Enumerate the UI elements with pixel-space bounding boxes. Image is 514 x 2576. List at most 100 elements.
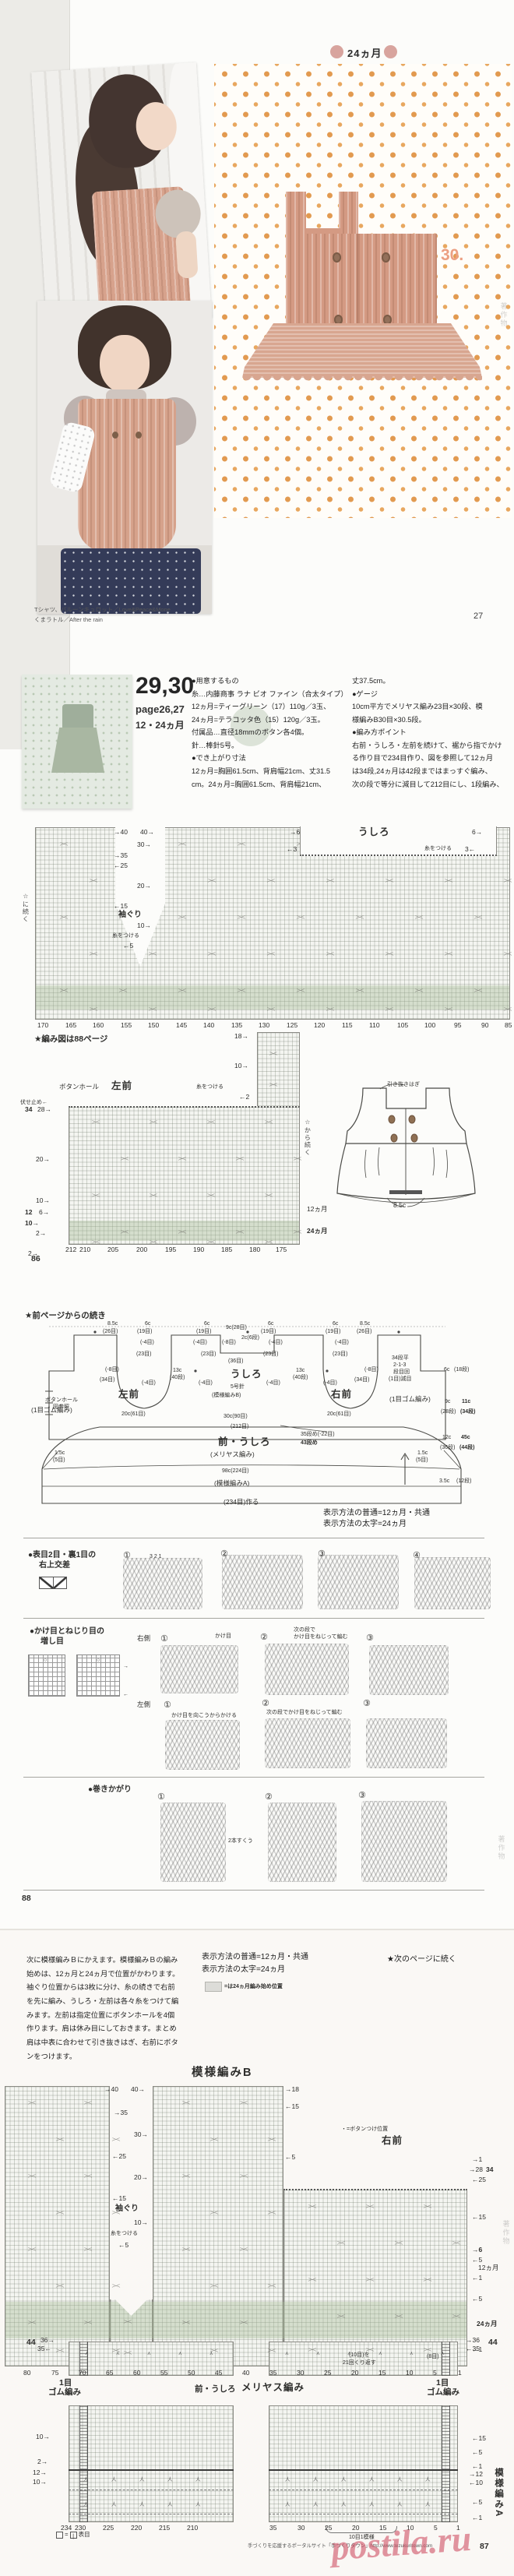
dress-button (333, 252, 341, 263)
chart-label: ② (262, 1699, 269, 1708)
jumper-button (136, 432, 142, 439)
knit-symbol: 人 (111, 2502, 117, 2507)
stitch-illustration (414, 1557, 491, 1609)
chart-label: 21回くり返す (343, 2360, 376, 2366)
badge-dot-left (330, 45, 343, 58)
knit-symbol: ＞＜ (59, 842, 69, 848)
chart-label: ① (123, 1551, 131, 1560)
chart-label: (-4目) (269, 1340, 283, 1345)
knit-symbol: ＞＜ (394, 2314, 403, 2320)
knit-symbol: ⋏ (410, 2351, 414, 2356)
knit-symbol: ＞＜ (326, 952, 335, 957)
stitch-legend: = | 表目 (56, 2530, 90, 2539)
chart-label: 234 (61, 2524, 72, 2532)
knit-symbol: ＞＜ (503, 952, 512, 957)
chart-label: ゴム編み (427, 2387, 459, 2397)
chart-label: ←5 (472, 2295, 483, 2303)
chart-label: 34 (25, 1105, 33, 1113)
section-divider (23, 1890, 484, 1891)
thumb-dress-skirt (51, 728, 104, 773)
knit-symbol: 人 (167, 2502, 173, 2507)
chart-label: ← (123, 1692, 128, 1697)
chart-label: 65 (106, 2369, 114, 2377)
chart-label: 20→ (137, 882, 151, 890)
knit-symbol: ⋏ (147, 2351, 151, 2356)
chart-label: ←5 (123, 942, 134, 950)
age-badge: 24ヵ月 (347, 48, 382, 59)
chart-label: ←5 (472, 2448, 483, 2456)
chart-label: 155 (121, 1021, 132, 1029)
chart-label: (44段) (459, 1445, 475, 1450)
photo-caption-line2: くまラトル／After the rain (34, 616, 103, 623)
chart-label: 2c(6段) (241, 1335, 259, 1341)
chart-label: 36→ (40, 2336, 55, 2344)
chart-label: (1目ゴム編み) (389, 1395, 431, 1403)
chart-label: ③ (363, 1699, 371, 1708)
chart-label: 40→ (131, 2085, 145, 2093)
chart-label: ★次のページに続く (387, 1955, 456, 1964)
knit-symbol: ＞＜ (336, 2314, 346, 2320)
dress-button (382, 252, 390, 263)
knit-symbol: ＞＜ (267, 2349, 276, 2354)
knit-symbol: ＞＜ (207, 1007, 217, 1013)
knit-symbol: ＞＜ (336, 2241, 346, 2247)
chart-label: ←35 (466, 2345, 480, 2352)
chart-label: 模様編みB (192, 2067, 253, 2079)
chart-label: ←1 (472, 2345, 483, 2353)
dress-bodice (286, 234, 437, 326)
chart-label: 5 (434, 2524, 438, 2532)
chart-label: ボタンホール (45, 1397, 78, 1403)
chart-label: うしろ (231, 1369, 262, 1380)
knit-symbol: ＞＜ (414, 988, 424, 994)
knit-symbol: ＞＜ (266, 879, 276, 884)
chart-label: 30→ (134, 2130, 148, 2138)
knit-symbol: ＞＜ (237, 842, 246, 848)
chart-label: 10→ (137, 922, 151, 929)
chart-label: かけ目を向こうからかける (171, 1713, 237, 1718)
chart-label: 45 (215, 2369, 223, 2377)
chart-label: 表示方法の普通=12ヵ月・共通 (202, 1953, 308, 1961)
chart-label: (19目) (137, 1329, 153, 1334)
rib-column (79, 2405, 88, 2522)
chart-label: ② (260, 1633, 268, 1642)
chart-label: 2→ (36, 1229, 47, 1237)
chart-label: ●表目2目・裏1目の (28, 1551, 97, 1559)
knit-symbol: 人 (139, 2502, 145, 2507)
knit-symbol: ＞＜ (91, 1120, 100, 1126)
chart-label: 1 (456, 2524, 460, 2532)
chart-label: 105 (397, 1021, 409, 1029)
knit-symbol: 人 (167, 2477, 173, 2483)
knit-symbol: ＞＜ (394, 2241, 403, 2247)
knit-symbol: ＞＜ (111, 2349, 121, 2354)
chart-label: ① (160, 1634, 168, 1644)
chart-label: 10目1模様 (349, 2535, 375, 2540)
chart-label: 30c(90目) (224, 1414, 248, 1419)
chart-label: →18 (285, 2085, 299, 2093)
knit-symbol: ＞＜ (83, 2101, 93, 2106)
chart-label: 右前 (382, 2135, 403, 2146)
knit-symbol: ＞＜ (120, 1230, 129, 1235)
chart-label: ←1 (472, 2274, 483, 2282)
knit-symbol: ＞＜ (326, 1007, 335, 1013)
chart-label: 10→ (134, 2218, 148, 2226)
chart-label: 75 (51, 2369, 59, 2377)
chart-label: 34 (486, 2165, 494, 2173)
knit-symbol: ＞＜ (27, 2101, 37, 2106)
knit-symbol: ＞＜ (444, 1007, 453, 1013)
knit-symbol: ＞＜ (385, 879, 394, 884)
knit-symbol: 人 (425, 2502, 431, 2507)
chart-label: 9c(28目) (226, 1325, 247, 1330)
chart-label: (10目)を (349, 2352, 370, 2358)
empty-box-symbol (56, 2531, 63, 2539)
knit-symbol: ＞＜ (264, 1240, 273, 1246)
chart-label: 200 (136, 1246, 148, 1253)
stitch-illustration (160, 1645, 238, 1693)
chart-label: 70 (79, 2369, 86, 2377)
rib-column (79, 2342, 88, 2376)
chart-label: (1目)減目 (389, 1376, 412, 1382)
chart-label: (-4目) (323, 1380, 337, 1386)
chart-label: 図参照 (53, 1404, 69, 1410)
knit-symbol: ＞＜ (111, 2137, 121, 2143)
stitch-illustration (123, 1558, 202, 1609)
chart-label: 10→ (36, 1196, 50, 1204)
